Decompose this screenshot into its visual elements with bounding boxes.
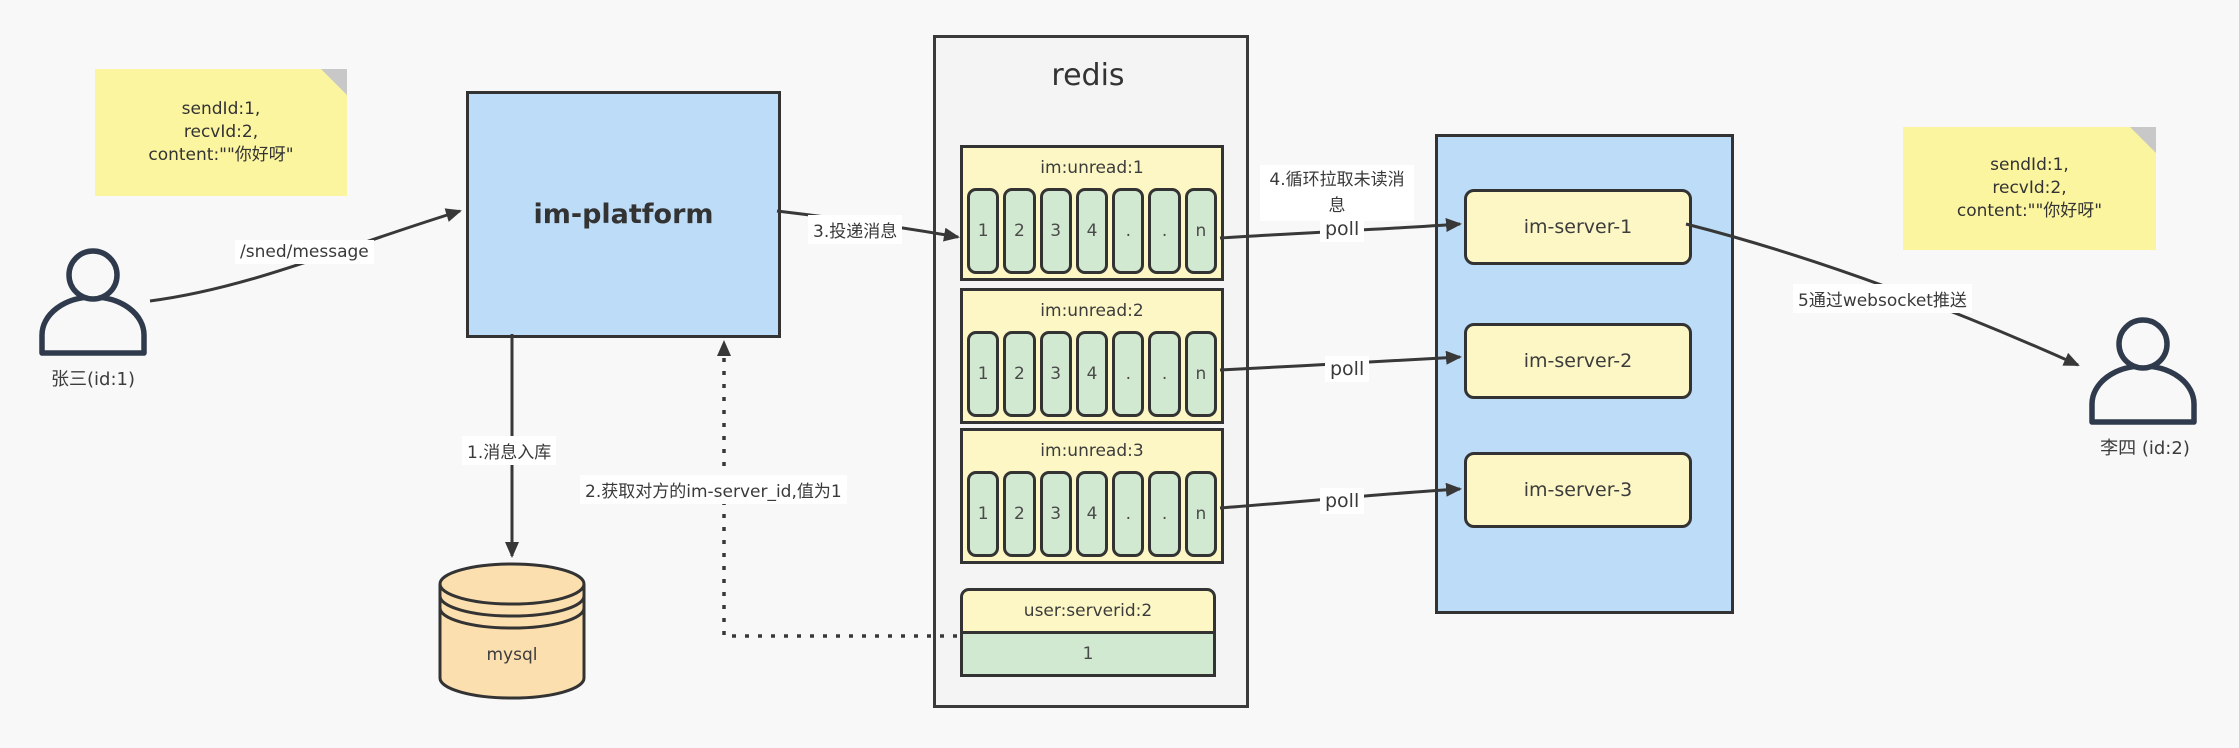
queue-name: im:unread:1 (1040, 158, 1144, 178)
queue-cell: 2 (1003, 471, 1036, 557)
im-server-1-label: im-server-1 (1523, 216, 1633, 238)
label-step1: 1.消息入库 (462, 436, 557, 465)
queue-cell: . (1148, 188, 1181, 274)
queue-cell: 3 (1039, 471, 1072, 557)
queue-name: im:unread:3 (1040, 441, 1144, 461)
note-text: sendId:1, recvId:2, content:""你好呀" (1956, 155, 2103, 221)
label-step3: 3.投递消息 (808, 215, 903, 244)
queue-cell: 2 (1003, 331, 1036, 417)
mysql-label: mysql (486, 645, 538, 665)
queue-cells: 1 2 3 4 . . n (963, 331, 1221, 421)
queue-cell: 4 (1075, 188, 1109, 274)
queue-cell: n (1184, 188, 1217, 274)
queue-cells: 1 2 3 4 . . n (963, 188, 1221, 278)
label-poll-2: poll (1325, 356, 1370, 382)
queue-cell: . (1112, 188, 1145, 274)
user-serverid-value: 1 (960, 631, 1216, 677)
label-poll-1: poll (1320, 216, 1365, 242)
queue-cell: 3 (1039, 331, 1072, 417)
sender-label: 张三(id:1) (51, 369, 135, 390)
redis-title: redis (1051, 58, 1125, 93)
mysql-cylinder-icon (438, 562, 586, 700)
note-fold-icon (321, 69, 347, 95)
im-platform-label: im-platform (533, 199, 714, 230)
user-serverid-key: user:serverid:2 (960, 588, 1216, 634)
queue-cell: . (1112, 331, 1145, 417)
im-server-2-box: im-server-2 (1464, 323, 1692, 399)
im-server-1-box: im-server-1 (1464, 189, 1692, 265)
queue-cells: 1 2 3 4 . . n (963, 471, 1221, 561)
queue-cell: . (1148, 331, 1181, 417)
receiver-label: 李四 (id:2) (2100, 438, 2190, 459)
label-step4: 4.循环拉取未读消息 (1260, 165, 1414, 221)
queue-cell: 4 (1075, 471, 1109, 557)
user-icon-receiver (2089, 317, 2197, 425)
queue-cell: 2 (1003, 188, 1036, 274)
unread-queue-2: im:unread:2 1 2 3 4 . . n (960, 288, 1224, 424)
unread-queue-3: im:unread:3 1 2 3 4 . . n (960, 428, 1224, 564)
label-send-api: /sned/message (235, 240, 374, 264)
im-server-3-box: im-server-3 (1464, 452, 1692, 528)
queue-cell: . (1112, 471, 1145, 557)
label-poll-3: poll (1320, 488, 1365, 514)
im-platform-box: im-platform (466, 91, 781, 338)
queue-cell: 1 (967, 471, 1000, 557)
unread-queue-1: im:unread:1 1 2 3 4 . . n (960, 145, 1224, 281)
queue-cell: 3 (1039, 188, 1072, 274)
queue-name: im:unread:2 (1040, 301, 1144, 321)
user-icon-sender (39, 248, 147, 356)
sticky-note-right: sendId:1, recvId:2, content:""你好呀" (1903, 127, 2156, 250)
queue-cell: 1 (967, 188, 1000, 274)
im-server-3-label: im-server-3 (1523, 479, 1633, 501)
sticky-note-left: sendId:1, recvId:2, content:""你好呀" (95, 69, 347, 196)
user-serverid-box: user:serverid:2 1 (960, 588, 1216, 677)
note-fold-icon (2130, 127, 2156, 153)
label-step5: 5通过websocket推送 (1793, 284, 1972, 313)
queue-cell: 1 (967, 331, 1000, 417)
queue-cell: 4 (1075, 331, 1109, 417)
queue-cell: n (1184, 331, 1217, 417)
queue-cell: . (1148, 471, 1181, 557)
queue-cell: n (1184, 471, 1217, 557)
note-text: sendId:1, recvId:2, content:""你好呀" (148, 99, 294, 165)
label-step2: 2.获取对方的im-server_id,值为1 (580, 475, 847, 504)
im-server-2-label: im-server-2 (1523, 350, 1633, 372)
